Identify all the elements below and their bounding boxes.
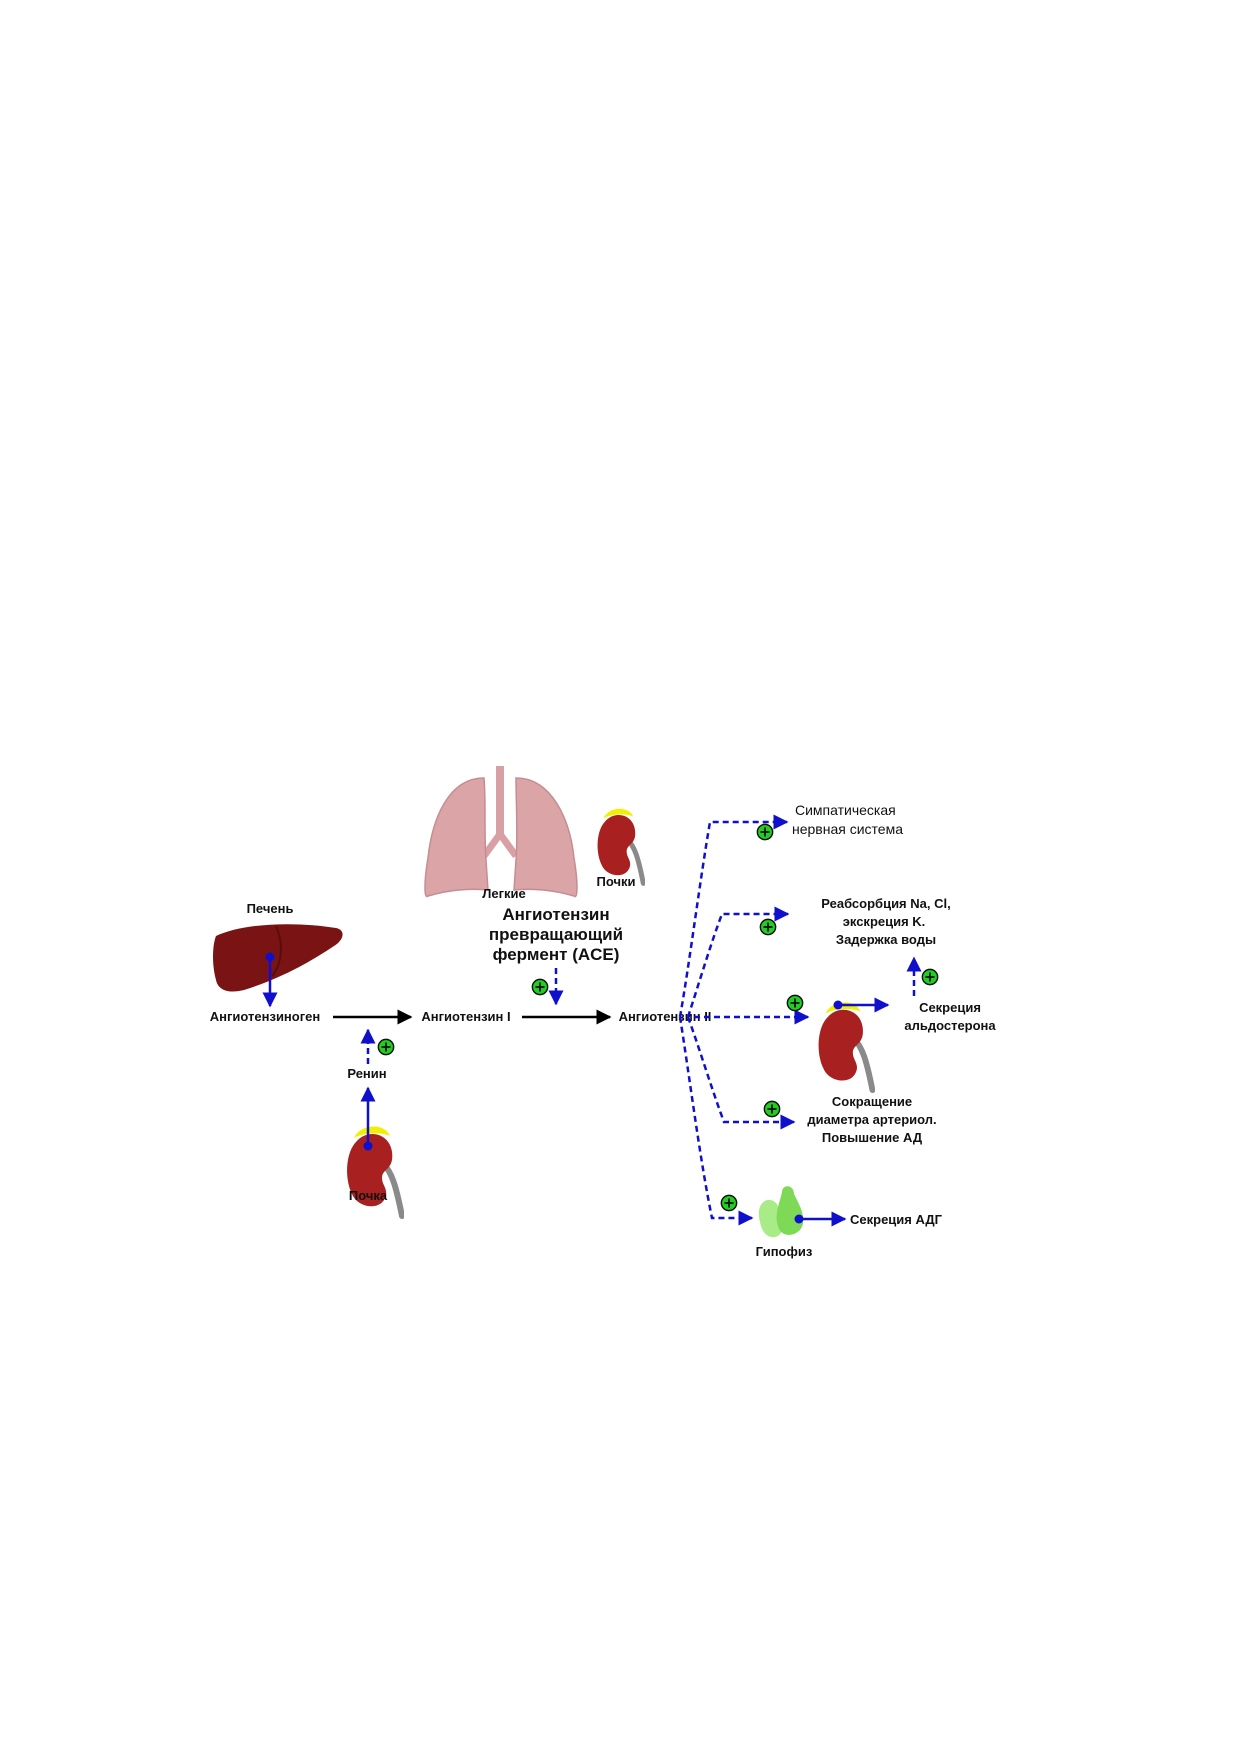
angiotensin2-branches bbox=[678, 814, 810, 1226]
reabsorption-label-line1: Реабсорбция Na, Cl, bbox=[821, 896, 950, 911]
ace-label-line3: фермент (ACE) bbox=[493, 945, 620, 964]
pituitary-icon bbox=[758, 1186, 804, 1238]
aldosterone-label-line1: Секреция bbox=[919, 1000, 981, 1015]
pituitary-label: Гипофиз bbox=[756, 1244, 813, 1259]
ace-label-line1: Ангиотензин bbox=[502, 905, 609, 924]
liver-label: Печень bbox=[247, 901, 294, 916]
reabsorption-label-line3: Задержка воды bbox=[836, 932, 936, 947]
lungs-icon bbox=[424, 766, 578, 898]
plus-icon bbox=[921, 968, 939, 986]
kidney-label: Почка bbox=[349, 1188, 388, 1203]
plus-icon bbox=[786, 994, 804, 1012]
plus-icon bbox=[720, 1194, 738, 1212]
kidneys-label: Почки bbox=[596, 874, 635, 889]
angiotensinogen-label: Ангиотензиноген bbox=[210, 1009, 320, 1024]
arteriole-label-line3: Повышение АД bbox=[822, 1130, 923, 1145]
plus-icon bbox=[756, 823, 774, 841]
arteriole-label-line2: диаметра артериол. bbox=[807, 1112, 936, 1127]
branch-sympathetic-arrow bbox=[678, 814, 789, 1018]
kidney-icon bbox=[819, 1002, 873, 1090]
plus-icon bbox=[759, 918, 777, 936]
aldosterone-label-line2: альдостерона bbox=[904, 1018, 996, 1033]
sympathetic-label-line1: Симпатическая bbox=[795, 802, 896, 818]
sympathetic-label-line2: нервная система bbox=[792, 821, 903, 837]
reabsorption-label-line2: экскреция K. bbox=[843, 914, 926, 929]
renin-label: Ренин bbox=[347, 1066, 386, 1081]
adh-secretion-label: Секреция АДГ bbox=[850, 1212, 943, 1227]
angiotensin1-label: Ангиотензин I bbox=[421, 1009, 510, 1024]
liver-icon bbox=[213, 924, 343, 992]
ace-label-line2: превращающий bbox=[489, 925, 623, 944]
plus-icon bbox=[377, 1038, 395, 1056]
branch-arteriole-arrow bbox=[686, 1016, 796, 1130]
branch-reabsorption-arrow bbox=[686, 906, 790, 1018]
branch-pituitary-arrow bbox=[678, 1016, 754, 1226]
lungs-label: Легкие bbox=[482, 886, 526, 901]
plus-icon bbox=[763, 1100, 781, 1118]
arteriole-label-line1: Сокращение bbox=[832, 1094, 912, 1109]
plus-icon bbox=[531, 978, 549, 996]
kidney-icon bbox=[598, 809, 644, 884]
